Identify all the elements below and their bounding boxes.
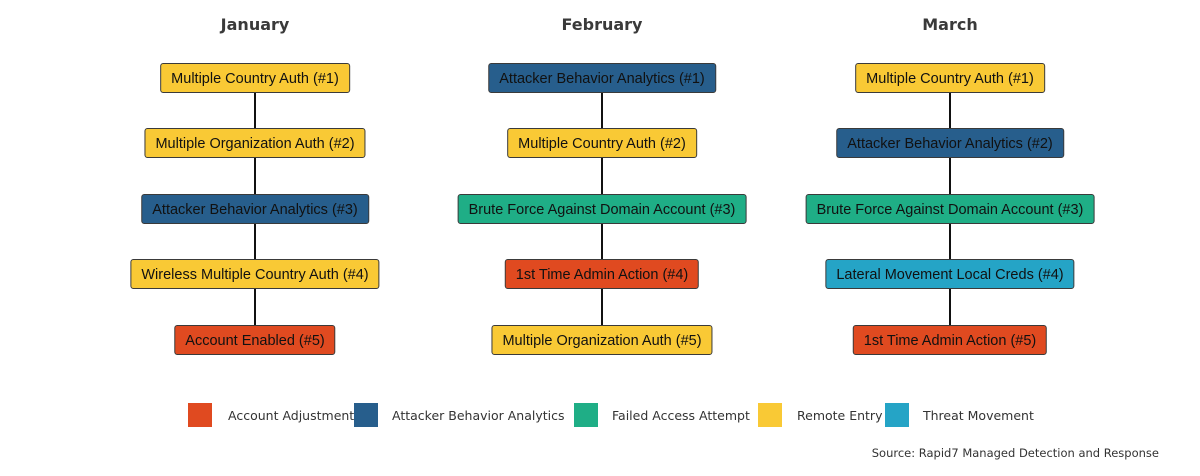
node-january-5: Account Enabled (#5) — [174, 325, 336, 355]
month-title-march: March — [922, 15, 978, 34]
node-january-2: Multiple Organization Auth (#2) — [144, 128, 366, 158]
legend-label-attacker-behavior-analytics: Attacker Behavior Analytics — [392, 408, 565, 423]
legend-label-remote-entry: Remote Entry — [797, 408, 883, 423]
legend: Account Adjustment Attacker Behavior Ana… — [0, 403, 1200, 429]
column-february: February Attacker Behavior Analytics (#1… — [402, 0, 802, 370]
month-title-february: February — [561, 15, 643, 34]
legend-swatch-attacker-behavior-analytics — [354, 403, 378, 427]
node-march-4: Lateral Movement Local Creds (#4) — [825, 259, 1075, 289]
legend-swatch-account-adjustment — [188, 403, 212, 427]
node-february-3: Brute Force Against Domain Account (#3) — [457, 194, 747, 224]
legend-label-failed-access-attempt: Failed Access Attempt — [612, 408, 750, 423]
column-march: March Multiple Country Auth (#1) Attacke… — [750, 0, 1150, 370]
source-note: Source: Rapid7 Managed Detection and Res… — [871, 446, 1159, 460]
node-march-5: 1st Time Admin Action (#5) — [852, 325, 1048, 355]
node-march-2: Attacker Behavior Analytics (#2) — [836, 128, 1064, 158]
node-march-1: Multiple Country Auth (#1) — [855, 63, 1045, 93]
node-february-4: 1st Time Admin Action (#4) — [504, 259, 700, 289]
month-title-january: January — [220, 15, 290, 34]
node-january-1: Multiple Country Auth (#1) — [160, 63, 350, 93]
node-january-4: Wireless Multiple Country Auth (#4) — [130, 259, 380, 289]
column-january: January Multiple Country Auth (#1) Multi… — [55, 0, 455, 370]
legend-label-threat-movement: Threat Movement — [923, 408, 1034, 423]
node-january-3: Attacker Behavior Analytics (#3) — [141, 194, 369, 224]
legend-swatch-threat-movement — [885, 403, 909, 427]
node-march-3: Brute Force Against Domain Account (#3) — [805, 194, 1095, 224]
node-february-1: Attacker Behavior Analytics (#1) — [488, 63, 716, 93]
node-february-2: Multiple Country Auth (#2) — [507, 128, 697, 158]
node-february-5: Multiple Organization Auth (#5) — [491, 325, 713, 355]
legend-swatch-remote-entry — [758, 403, 782, 427]
legend-swatch-failed-access-attempt — [574, 403, 598, 427]
legend-label-account-adjustment: Account Adjustment — [228, 408, 355, 423]
